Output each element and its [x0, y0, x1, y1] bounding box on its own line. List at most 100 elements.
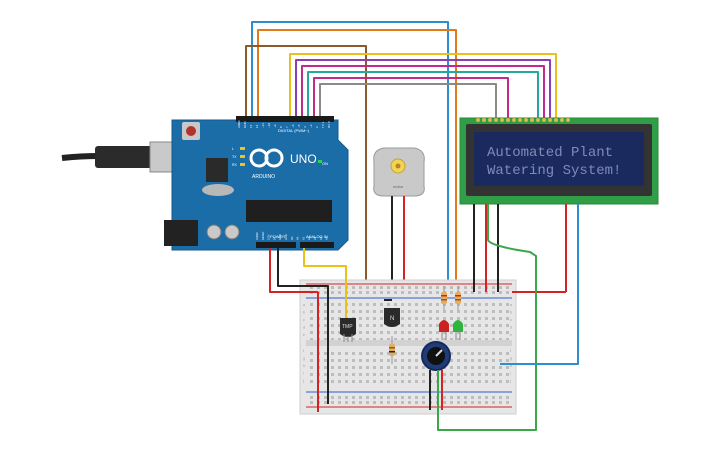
top-pin-label: 13	[249, 124, 253, 128]
resistor-transistor[interactable]	[389, 336, 395, 364]
bottom-pin-label: A0	[296, 236, 300, 240]
top-pin-label: 2	[315, 126, 319, 128]
arduino-uno-board[interactable]: UNO ARDUINO DIGITAL (PWM~) POWER ANALOG …	[61, 116, 349, 251]
wire-yellow-lcd	[289, 53, 557, 118]
lcd-pin[interactable]	[500, 118, 504, 122]
wire-teal-lcd	[307, 71, 539, 118]
board-led	[240, 147, 245, 150]
row-label-left: d	[303, 326, 305, 330]
lcd-pin[interactable]	[494, 118, 498, 122]
lcd-pin[interactable]	[482, 118, 486, 122]
lcd-display[interactable]: Automated Plant Watering System!	[459, 117, 659, 205]
bottom-pin-label: GND	[278, 234, 282, 240]
top-pin-label: AREF	[237, 120, 241, 128]
top-pin-label: ~9	[273, 124, 277, 128]
row-label-left: g	[303, 357, 305, 361]
motor-label: motor	[393, 184, 404, 189]
lcd-pin[interactable]	[536, 118, 540, 122]
lcd-pin[interactable]	[488, 118, 492, 122]
lcd-pin[interactable]	[554, 118, 558, 122]
row-label-right: a	[510, 303, 512, 307]
top-pin-label: TX 1	[321, 121, 325, 128]
row-label-right: i	[510, 372, 511, 376]
lcd-pin[interactable]	[476, 118, 480, 122]
board-led	[240, 163, 245, 166]
bottom-pin-label: A4	[319, 236, 323, 240]
digital-header-label: DIGITAL (PWM~)	[278, 128, 310, 133]
board-brand: ARDUINO	[252, 174, 275, 180]
row-label-right: f	[510, 349, 511, 353]
board-led-labels: L TX RX	[232, 147, 245, 167]
lcd-pin[interactable]	[530, 118, 534, 122]
potentiometer[interactable]	[421, 341, 451, 371]
wire-gray-lcd	[319, 83, 497, 118]
resistor-led-green[interactable]	[455, 286, 461, 310]
lcd-screen	[474, 132, 644, 186]
row-label-right: h	[510, 364, 512, 368]
lcd-pin[interactable]	[548, 118, 552, 122]
lcd-pin[interactable]	[566, 118, 570, 122]
top-pin-label: RX 0	[327, 121, 331, 128]
row-label-left: j	[302, 379, 304, 383]
bottom-pin-label: GND	[284, 234, 288, 240]
board-led-label: RX	[232, 163, 238, 167]
top-pin-label: GND	[243, 121, 247, 129]
row-label-right: j	[509, 379, 511, 383]
bottom-pin-label: A2	[307, 236, 311, 240]
bottom-pin-label: 3.3V	[267, 234, 271, 240]
usb-plug	[95, 146, 157, 168]
top-pin-label: 7	[285, 126, 289, 128]
wire-orange-top	[257, 29, 457, 300]
lcd-line-2: Watering System!	[487, 163, 621, 179]
potentiometer-knob-indicator	[435, 349, 443, 357]
top-pin-label: ~10	[267, 123, 271, 128]
power-wires[interactable]	[269, 204, 579, 431]
lcd-pin[interactable]	[542, 118, 546, 122]
power-header-label: POWER	[270, 234, 285, 239]
lcd-pin[interactable]	[524, 118, 528, 122]
analog-header-label: ANALOG IN	[306, 234, 328, 239]
board-model: UNO	[290, 152, 317, 166]
row-label-left: i	[303, 372, 304, 376]
lcd-data-wires[interactable]	[245, 21, 557, 373]
npn-transistor[interactable]: N	[384, 308, 400, 327]
dc-motor[interactable]: motor	[373, 147, 425, 197]
power-header	[256, 242, 296, 248]
wire-magenta-lcd	[301, 65, 545, 118]
board-led-label: L	[232, 147, 234, 151]
analog-header	[300, 242, 334, 248]
digital-header	[236, 116, 334, 122]
lcd-line-1: Automated Plant	[487, 145, 613, 161]
wire-magenta2-lcd	[313, 77, 509, 118]
row-label-right: b	[510, 311, 512, 315]
bottom-pin-label: A1	[301, 236, 305, 240]
row-label-right: e	[510, 333, 512, 337]
lcd-pin-header	[476, 118, 570, 122]
top-pin-label: ~11	[261, 123, 265, 128]
board-led	[240, 155, 245, 158]
resistor-led-red[interactable]	[441, 286, 447, 310]
board-led-label: TX	[232, 155, 237, 159]
lcd-pin[interactable]	[560, 118, 564, 122]
bottom-pin-label: Vin	[290, 236, 294, 240]
row-label-right: d	[510, 326, 512, 330]
lcd-pin[interactable]	[506, 118, 510, 122]
led-red[interactable]	[439, 320, 449, 340]
temp-sensor-label: TMP	[342, 324, 353, 330]
row-label-left: a	[303, 303, 305, 307]
temperature-sensor[interactable]: TMP	[340, 318, 356, 342]
led-green[interactable]	[453, 320, 463, 340]
row-label-left: h	[303, 364, 305, 368]
lcd-pin[interactable]	[518, 118, 522, 122]
lcd-pin[interactable]	[512, 118, 516, 122]
bottom-pin-label: RESET	[261, 231, 265, 240]
row-label-right: c	[510, 318, 512, 322]
top-pin-label: 8	[279, 126, 283, 128]
top-pin-label: 4	[303, 126, 307, 128]
row-label-left: b	[303, 311, 305, 315]
